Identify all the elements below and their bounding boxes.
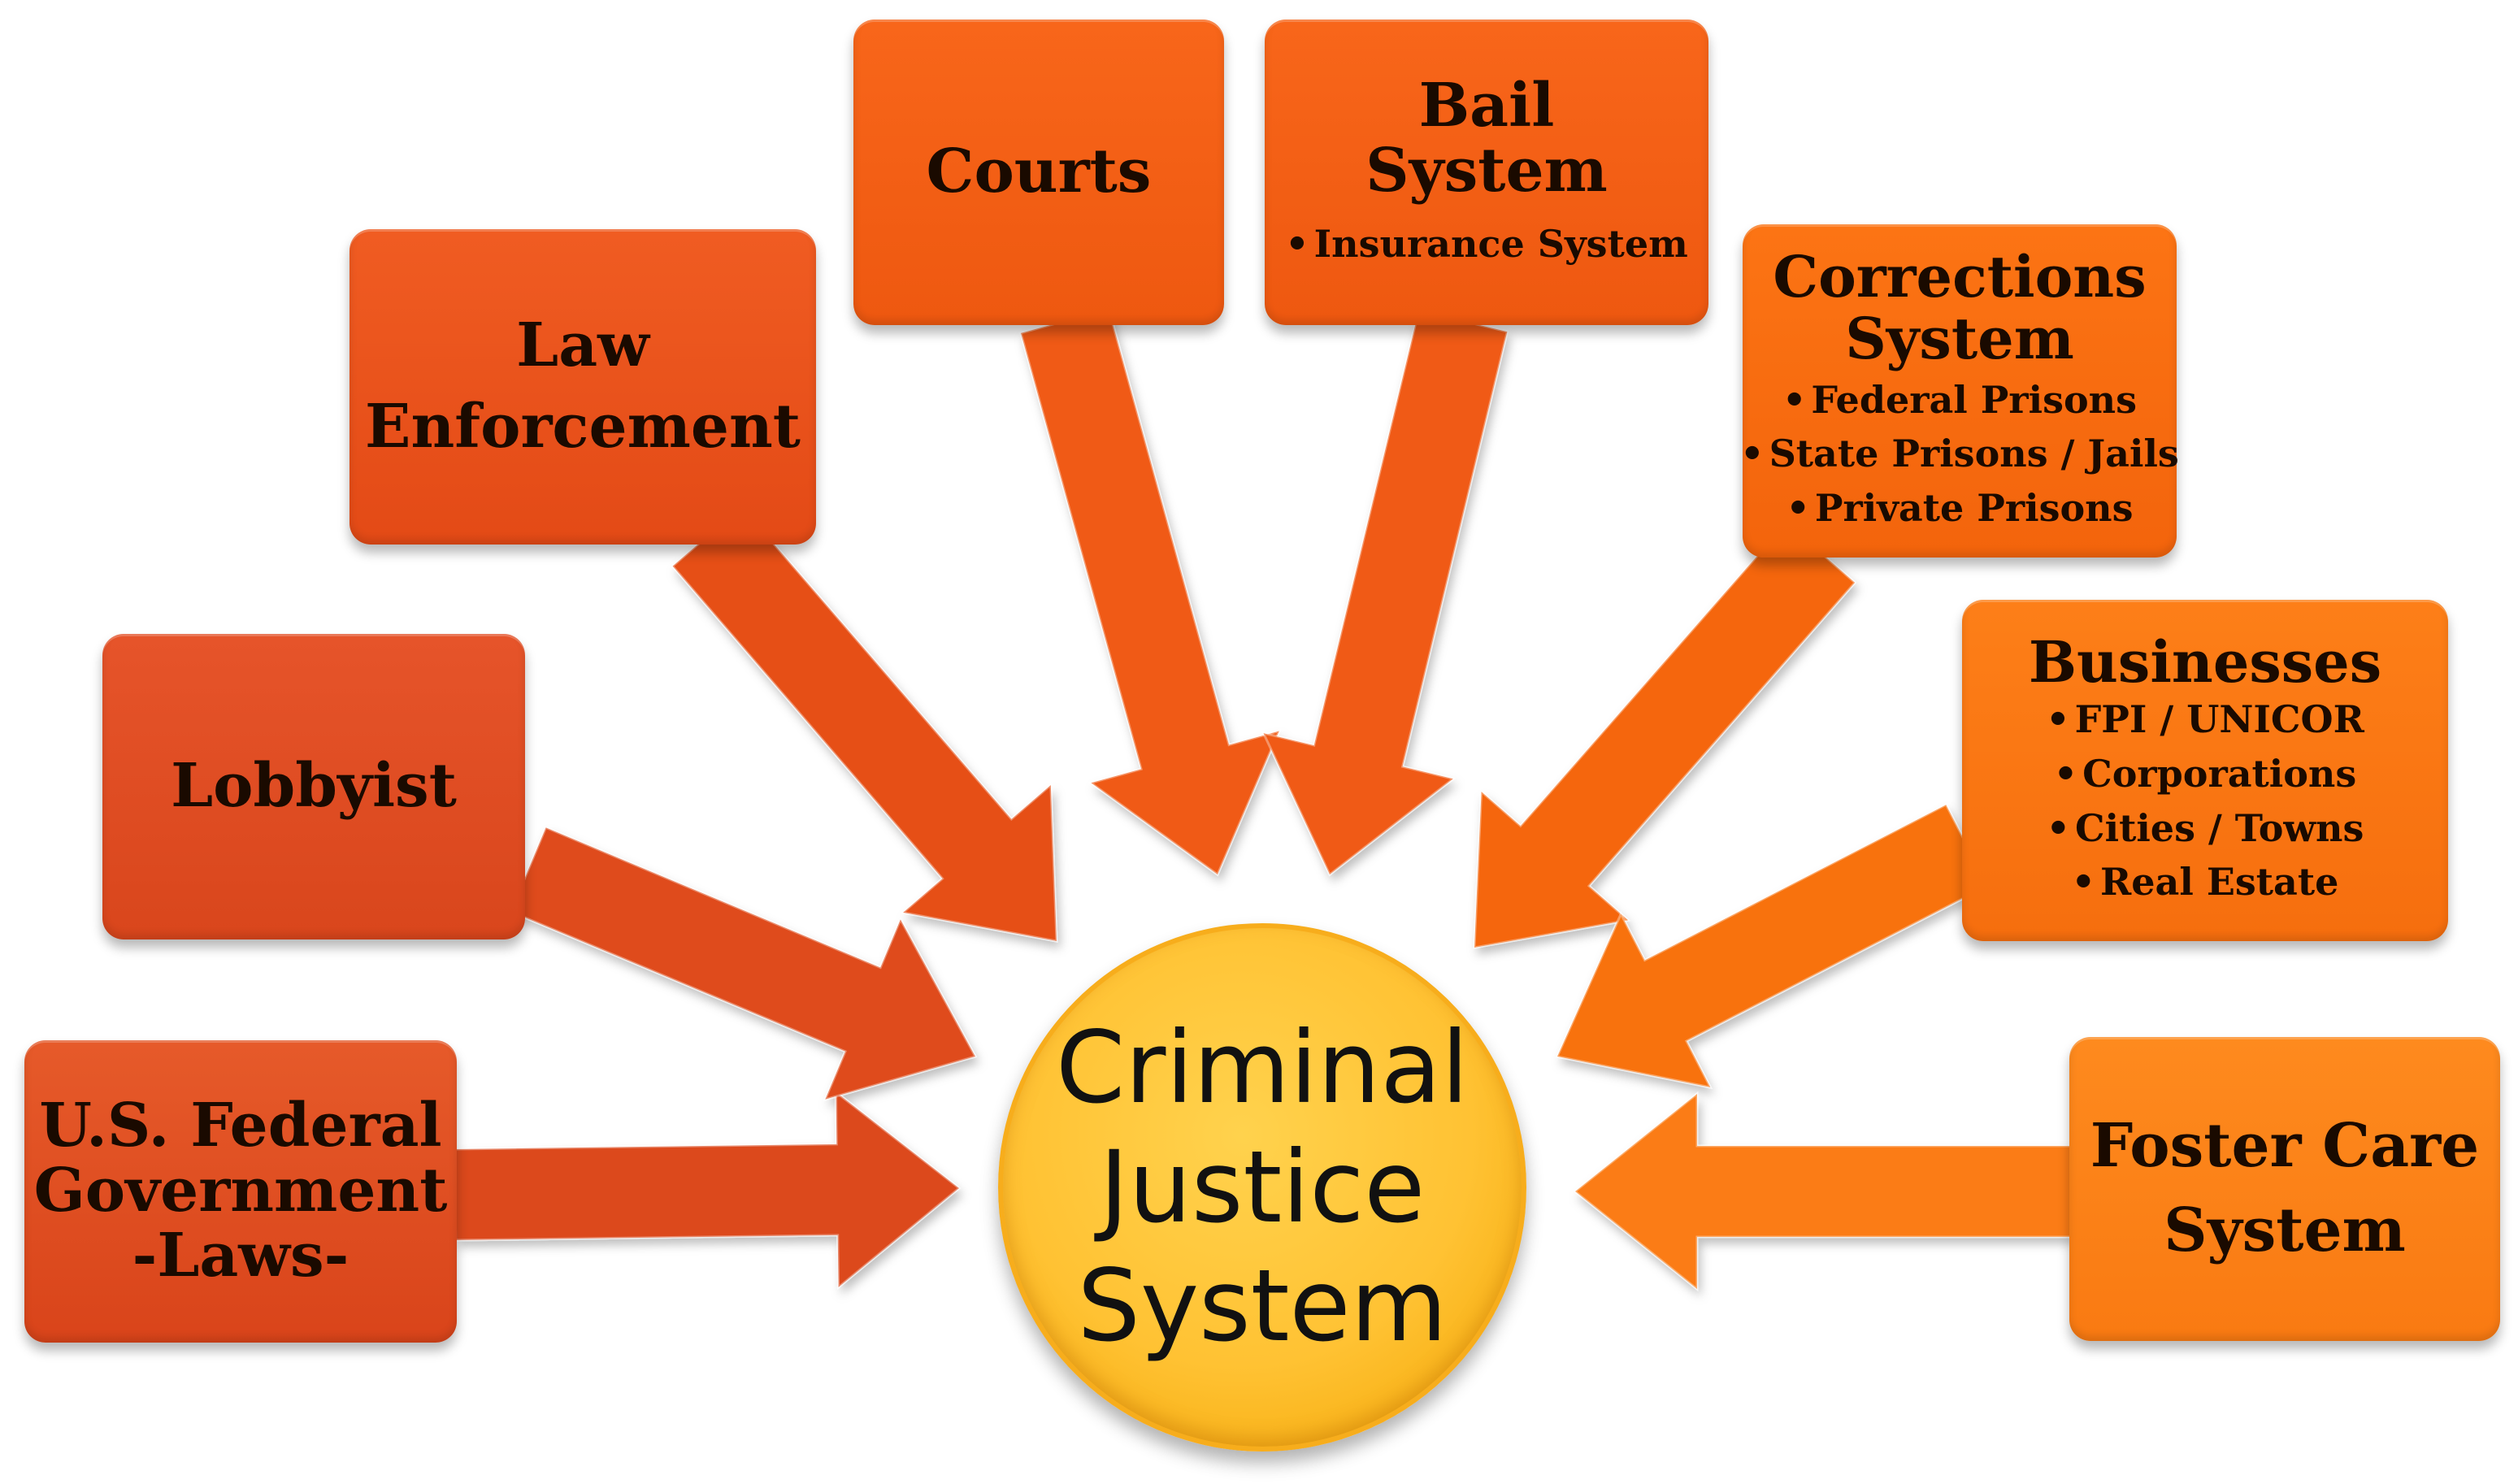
center-line1: Criminal (1056, 1010, 1469, 1126)
node-businesses: Businesses FPI / UNICOR Corporations Cit… (1962, 600, 2448, 941)
arrow-federal-government (453, 1089, 962, 1291)
corrections-item: Private Prisons (1740, 481, 2179, 536)
businesses-item: Cities / Towns (2046, 801, 2364, 856)
arrow-courts (1019, 307, 1282, 877)
node-foster-care-system: Foster Care System (2069, 1037, 2500, 1341)
node-us-federal-government: U.S. Federal Government -Laws- (24, 1040, 457, 1343)
node-businesses-list: FPI / UNICOR Corporations Cities / Towns… (2046, 692, 2364, 909)
center-criminal-justice-system: Criminal Justice System (998, 923, 1526, 1451)
node-corrections-system-list: Federal Prisons State Prisons / Jails Pr… (1740, 373, 2179, 536)
arrow-businesses (1555, 803, 1990, 1089)
node-law-enforcement: Law Enforcement (349, 229, 816, 545)
node-us-federal-government-line2: Government (33, 1156, 448, 1226)
node-foster-care-system-line2: System (2164, 1195, 2406, 1265)
node-us-federal-government-line3: -Laws- (132, 1220, 349, 1291)
center-line3: System (1077, 1248, 1448, 1365)
businesses-item: Corporations (2046, 747, 2364, 801)
node-courts: Courts (853, 20, 1224, 325)
node-foster-care-system-line1: Foster Care (2090, 1111, 2480, 1182)
node-lobbyist-title: Lobbyist (171, 751, 457, 822)
node-lobbyist: Lobbyist (102, 634, 525, 939)
corrections-item: State Prisons / Jails (1740, 427, 2179, 481)
node-bail-system-line2: System (1365, 135, 1608, 206)
arrow-corrections-system (1473, 520, 1857, 949)
arrow-foster-care (1573, 1091, 2073, 1292)
node-bail-system: Bail System Insurance System (1265, 20, 1708, 325)
arrow-lobbyist (509, 826, 978, 1102)
node-businesses-title: Businesses (2028, 627, 2382, 696)
node-corrections-system: Corrections System Federal Prisons State… (1740, 224, 2179, 558)
businesses-item: Real Estate (2046, 855, 2364, 909)
arrow-bail-system (1261, 309, 1509, 877)
arrow-law-enforcement (671, 505, 1058, 943)
businesses-item: FPI / UNICOR (2046, 692, 2364, 747)
node-corrections-system-line1: Corrections (1773, 243, 2147, 311)
node-bail-system-line1: Bail (1418, 70, 1555, 141)
node-courts-title: Courts (926, 137, 1152, 207)
node-us-federal-government-line1: U.S. Federal (39, 1091, 442, 1161)
center-line2: Justice (1099, 1129, 1426, 1245)
node-law-enforcement-line2: Enforcement (365, 392, 801, 462)
bail-item: Insurance System (1285, 217, 1688, 271)
node-bail-system-list: Insurance System (1285, 217, 1688, 271)
corrections-item: Federal Prisons (1740, 373, 2179, 427)
node-corrections-system-line2: System (1845, 304, 2074, 372)
node-law-enforcement-line1: Law (516, 310, 649, 381)
